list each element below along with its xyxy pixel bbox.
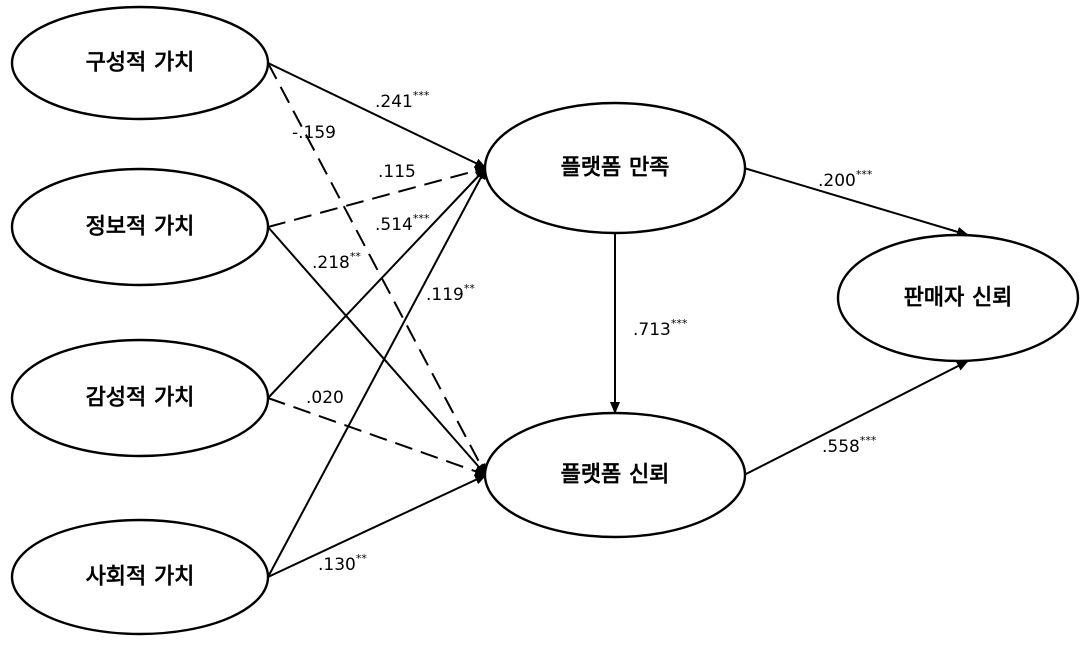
paths-layer (267, 62, 969, 578)
coef-value: .020 (306, 388, 344, 408)
coef-label-informational-to-satisfaction: .115 (378, 162, 416, 182)
node-informational-value: 정보적 가치 (10, 167, 270, 287)
coef-label-constructive-to-satisfaction: .241*** (375, 89, 430, 112)
coef-label-social-to-platform_trust: .130** (318, 552, 367, 575)
node-social-value: 사회적 가치 (10, 518, 270, 636)
coef-value: .713 (633, 320, 671, 340)
coef-value: .130 (318, 555, 356, 575)
node-emotional-value-ellipse (10, 338, 270, 458)
node-social-value-label: 사회적 가치 (86, 565, 195, 590)
significance-marker: ** (350, 250, 362, 263)
node-emotional-value-label: 감성적 가치 (86, 386, 195, 411)
node-social-value-ellipse (10, 518, 270, 636)
significance-marker: *** (860, 434, 877, 447)
coef-label-platform_trust-to-seller_trust: .558*** (822, 434, 877, 457)
significance-marker: *** (671, 317, 688, 330)
significance-marker: *** (413, 212, 430, 225)
path-arrow-social-to-platform_trust (267, 474, 487, 578)
path-arrow-social-to-satisfaction (267, 167, 487, 578)
node-platform-satisfaction: 플랫폼 만족 (483, 101, 747, 235)
node-seller-trust: 판매자 신뢰 (836, 233, 1080, 363)
significance-marker: ** (464, 282, 476, 295)
node-emotional-value: 감성적 가치 (10, 338, 270, 458)
path-arrow-satisfaction-to-seller_trust (743, 167, 969, 237)
coef-value: .514 (375, 215, 413, 235)
coef-value: .200 (818, 171, 856, 191)
significance-marker: *** (856, 168, 873, 181)
node-constructive-value: 구성적 가치 (10, 5, 270, 121)
node-platform-trust-label: 플랫폼 신뢰 (561, 463, 670, 488)
coef-label-informational-to-platform_trust: .218** (312, 250, 361, 273)
path-arrow-emotional-to-platform_trust (267, 397, 487, 477)
node-platform-satisfaction-ellipse (483, 101, 747, 235)
path-arrow-emotional-to-satisfaction (267, 167, 487, 399)
node-constructive-value-label: 구성적 가치 (86, 51, 195, 76)
coef-value: .241 (375, 92, 413, 112)
path-arrow-informational-to-platform_trust (267, 226, 487, 476)
coef-value: .119 (426, 285, 464, 305)
significance-marker: *** (413, 89, 430, 102)
significance-marker: ** (356, 552, 368, 565)
path-arrow-informational-to-satisfaction (267, 166, 487, 228)
coefficient-labels: .241***-.159.115.218**.514***.020.119**.… (292, 89, 877, 575)
coef-value: .115 (378, 162, 416, 182)
path-arrow-platform_trust-to-seller_trust (743, 360, 969, 476)
coef-value: .558 (822, 437, 860, 457)
node-informational-value-ellipse (10, 167, 270, 287)
coef-label-social-to-satisfaction: .119** (426, 282, 475, 305)
node-informational-value-label: 정보적 가치 (86, 215, 195, 240)
coef-label-constructive-to-platform_trust: -.159 (292, 123, 336, 143)
coef-value: .218 (312, 253, 350, 273)
coef-label-satisfaction-to-platform_trust: .713*** (633, 317, 688, 340)
coef-label-emotional-to-platform_trust: .020 (306, 388, 344, 408)
node-constructive-value-ellipse (10, 5, 270, 121)
node-seller-trust-ellipse (836, 233, 1080, 363)
coef-label-satisfaction-to-seller_trust: .200*** (818, 168, 873, 191)
node-platform-trust-ellipse (483, 411, 747, 539)
coef-label-emotional-to-satisfaction: .514*** (375, 212, 430, 235)
path-arrow-constructive-to-satisfaction (267, 62, 487, 169)
path-arrow-constructive-to-platform_trust (267, 62, 487, 476)
coef-value: -.159 (292, 123, 336, 143)
node-platform-satisfaction-label: 플랫폼 만족 (561, 156, 670, 181)
node-platform-trust: 플랫폼 신뢰 (483, 411, 747, 539)
node-seller-trust-label: 판매자 신뢰 (904, 286, 1013, 311)
